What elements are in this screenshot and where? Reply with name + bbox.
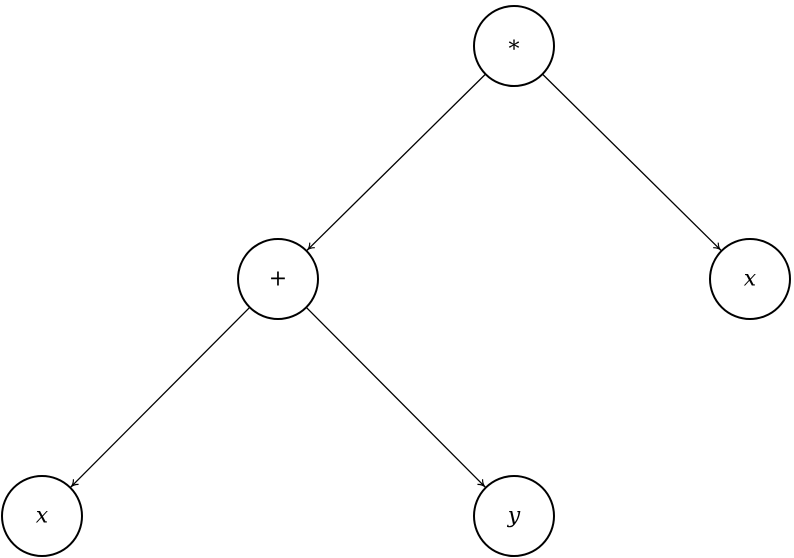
node-x1: x <box>709 238 791 320</box>
edge-plus-to-y <box>305 306 486 488</box>
edge-mul-to-x1 <box>542 73 722 251</box>
node-label: x <box>36 504 49 529</box>
node-label: + <box>269 267 287 292</box>
node-label: x <box>744 267 757 292</box>
node-label: y <box>507 504 521 529</box>
edge-plus-to-x2 <box>70 306 251 488</box>
node-y: y <box>473 475 555 557</box>
node-circle <box>237 238 319 320</box>
node-x2: x <box>1 475 83 557</box>
node-label: * <box>509 38 520 63</box>
node-mul: * <box>473 5 555 87</box>
node-circle <box>473 5 555 87</box>
node-circle <box>709 238 791 320</box>
edge-mul-to-plus <box>306 73 486 251</box>
node-circle <box>1 475 83 557</box>
node-circle <box>473 475 555 557</box>
node-plus: + <box>237 238 319 320</box>
